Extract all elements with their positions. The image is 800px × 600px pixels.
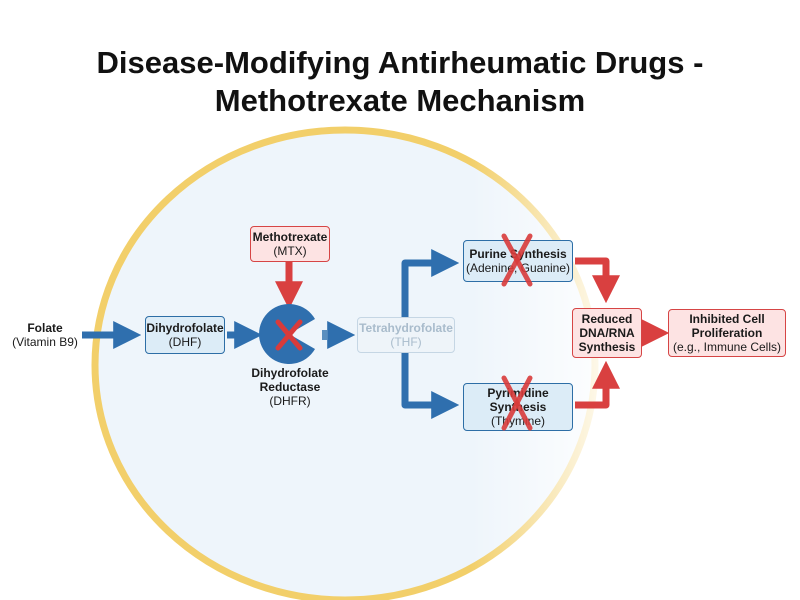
dhfr-line-2: Reductase [259, 380, 321, 394]
dhf-sub: (DHF) [168, 335, 202, 349]
dhfr-to-thf-arrow [322, 321, 356, 349]
purine-sub: (Adenine, Guanine) [465, 261, 571, 275]
mtx-sub: (MTX) [273, 244, 307, 258]
dhf-box: Dihydrofolate (DHF) [145, 316, 225, 354]
mtx-name: Methotrexate [252, 230, 328, 244]
inhibited-sub: (e.g., Immune Cells) [672, 340, 782, 354]
title-line-2: Methotrexate Mechanism [214, 83, 586, 118]
inhibited-line-1: Inhibited Cell [689, 312, 765, 326]
reduced-line-1: Reduced [581, 312, 633, 326]
thf-sub: (THF) [390, 335, 422, 349]
cross-icon [275, 319, 303, 351]
folate-name: Folate [27, 321, 63, 335]
title-line-1: Disease-Modifying Antirheumatic Drugs - [96, 45, 704, 80]
pyrimidine-to-reduced-arrow [575, 360, 620, 409]
thf-box: Tetrahydrofolate (THF) [357, 317, 455, 353]
cross-icon [501, 375, 533, 431]
inhibited-line-2: Proliferation [691, 326, 763, 340]
purine-box: Purine Synthesis (Adenine, Guanine) [463, 240, 573, 282]
dhfr-sub: (DHFR) [269, 394, 311, 408]
pyrimidine-line-1: Pyrimidine [487, 386, 549, 400]
inhibited-proliferation-box: Inhibited Cell Proliferation (e.g., Immu… [668, 309, 786, 357]
dhfr-line-1: Dihydrofolate [251, 366, 329, 380]
reduced-synthesis-box: Reduced DNA/RNA Synthesis [572, 308, 642, 358]
reduced-line-3: Synthesis [578, 340, 636, 354]
reduced-line-2: DNA/RNA [579, 326, 635, 340]
folate-label: Folate (Vitamin B9) [10, 321, 80, 349]
dhf-name: Dihydrofolate [146, 321, 224, 335]
thf-name: Tetrahydrofolate [359, 321, 453, 335]
purine-to-reduced-arrow [575, 257, 620, 304]
methotrexate-box: Methotrexate (MTX) [250, 226, 330, 262]
folate-sub: (Vitamin B9) [12, 335, 78, 349]
dhfr-label: Dihydrofolate Reductase (DHFR) [240, 366, 340, 408]
page-title: Disease-Modifying Antirheumatic Drugs - … [0, 44, 800, 120]
cross-icon [501, 233, 533, 287]
